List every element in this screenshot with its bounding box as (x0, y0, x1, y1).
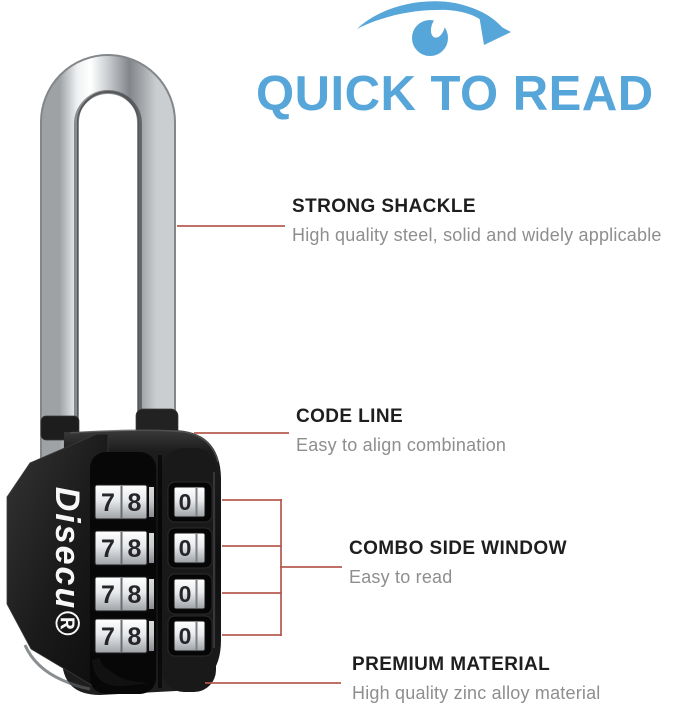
feature-title: STRONG SHACKLE (292, 196, 476, 217)
feature-title: PREMIUM MATERIAL (352, 654, 551, 675)
dial-row: 7 8 0 (90, 481, 213, 523)
feature-description: Easy to align combination (296, 435, 507, 455)
front-digit: 8 (128, 535, 142, 563)
shackle (40, 54, 176, 470)
eye-with-arrow-icon (357, 1, 511, 59)
bracket-line-1 (222, 499, 282, 501)
front-digit: 7 (101, 489, 115, 517)
dial-row: 7 8 0 (90, 615, 213, 657)
feature-title: CODE LINE (296, 406, 404, 427)
front-digit: 7 (101, 535, 115, 563)
feature-premium-material: PREMIUM MATERIAL High quality zinc alloy… (352, 654, 601, 704)
padlock-illustration: Disecu® 7 8 0 7 8 (6, 54, 221, 695)
feature-description: High quality zinc alloy material (352, 683, 601, 703)
eyelid-swoosh (357, 1, 507, 33)
feature-description: Easy to read (349, 567, 453, 587)
front-digit: 8 (128, 489, 142, 517)
front-digit: 7 (101, 581, 115, 609)
bracket-line-3 (222, 592, 282, 594)
side-digit: 0 (179, 581, 192, 607)
feature-strong-shackle: STRONG SHACKLE High quality steel, solid… (292, 196, 662, 246)
bracket-line-2 (222, 545, 282, 547)
dial-panel-lip (92, 658, 150, 687)
front-digit: 8 (128, 623, 142, 651)
dial-row: 7 8 0 (90, 573, 213, 615)
pupil-highlight (430, 16, 446, 38)
brand-logo: Disecu® (48, 487, 86, 638)
connector-line-code-line (194, 432, 289, 434)
connector-line-premium-material (205, 682, 341, 684)
dial-sliver (149, 579, 154, 609)
dial-sliver (149, 621, 154, 651)
feature-description: High quality steel, solid and widely app… (292, 225, 662, 245)
side-digit: 0 (179, 535, 192, 561)
connector-line-strong-shackle (177, 225, 285, 227)
side-digit: 0 (179, 489, 192, 515)
front-digit: 8 (128, 581, 142, 609)
feature-title: COMBO SIDE WINDOW (349, 538, 567, 559)
feature-combo-side-window: COMBO SIDE WINDOW Easy to read (349, 538, 567, 588)
feature-code-line: CODE LINE Easy to align combination (296, 406, 506, 456)
dial-sliver (149, 533, 154, 563)
bevel-bottom-highlight (23, 644, 91, 691)
bracket-stub-line (280, 566, 342, 568)
dial-row: 7 8 0 (90, 527, 213, 569)
body-top-rim (69, 429, 219, 463)
front-digit: 7 (101, 623, 115, 651)
arrow-head (479, 15, 511, 45)
page-title: QUICK TO READ (256, 67, 654, 121)
side-digit: 0 (179, 623, 192, 649)
dial-sliver (149, 487, 154, 517)
bracket-line-4 (222, 634, 282, 636)
